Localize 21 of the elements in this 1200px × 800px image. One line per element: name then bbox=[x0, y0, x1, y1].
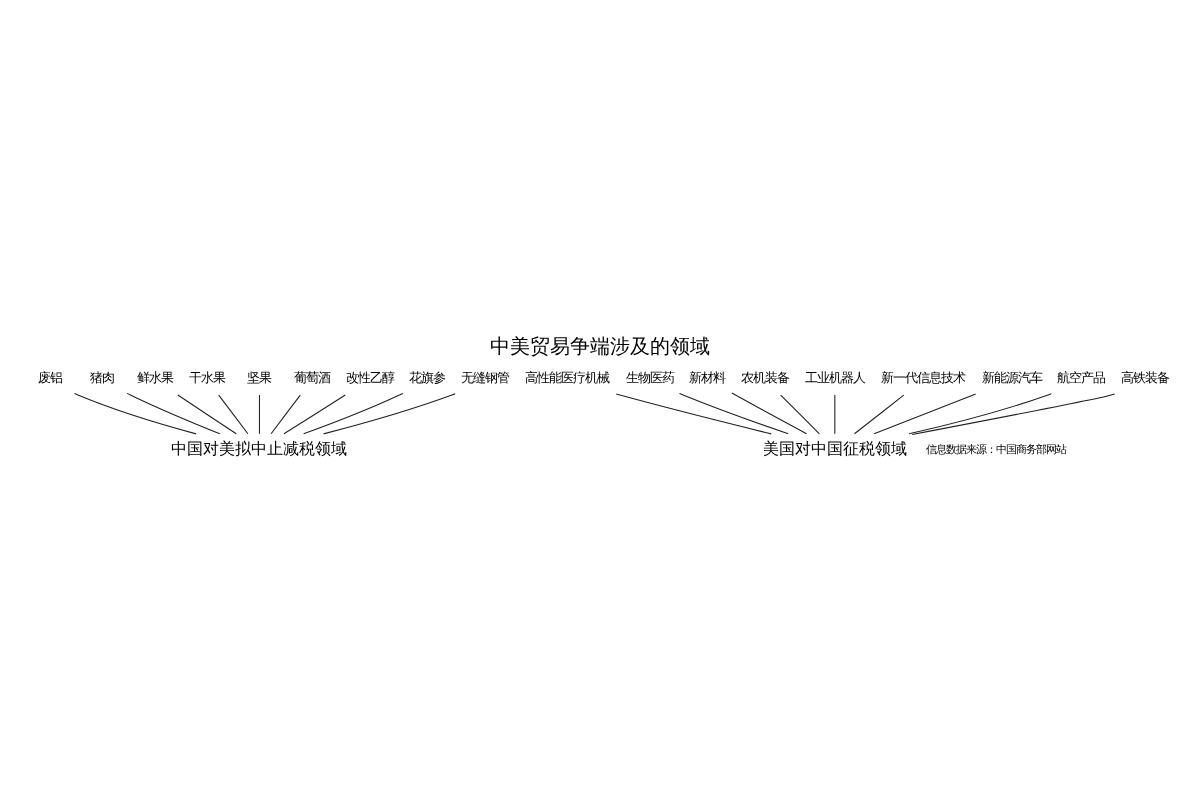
connector bbox=[74, 393, 197, 435]
connector bbox=[270, 394, 301, 435]
connector bbox=[303, 392, 404, 435]
connector bbox=[853, 394, 905, 435]
node-text: 中国对美拟中止减税领域 bbox=[171, 438, 348, 459]
connector bbox=[908, 393, 1052, 435]
connector bbox=[678, 393, 789, 435]
connector bbox=[615, 393, 772, 435]
diagram-title: 中美贸易争端涉及的领域 bbox=[490, 337, 710, 360]
connector bbox=[218, 394, 249, 435]
connector bbox=[780, 394, 820, 435]
connector bbox=[258, 394, 261, 435]
node-text: 美国对中国征税领域 bbox=[762, 438, 907, 459]
connector bbox=[731, 392, 808, 435]
connector bbox=[834, 394, 836, 435]
connector bbox=[177, 394, 237, 435]
connector bbox=[126, 392, 221, 435]
connector bbox=[323, 393, 456, 435]
connector bbox=[283, 394, 346, 435]
connector bbox=[911, 393, 1116, 436]
connector bbox=[873, 393, 977, 435]
